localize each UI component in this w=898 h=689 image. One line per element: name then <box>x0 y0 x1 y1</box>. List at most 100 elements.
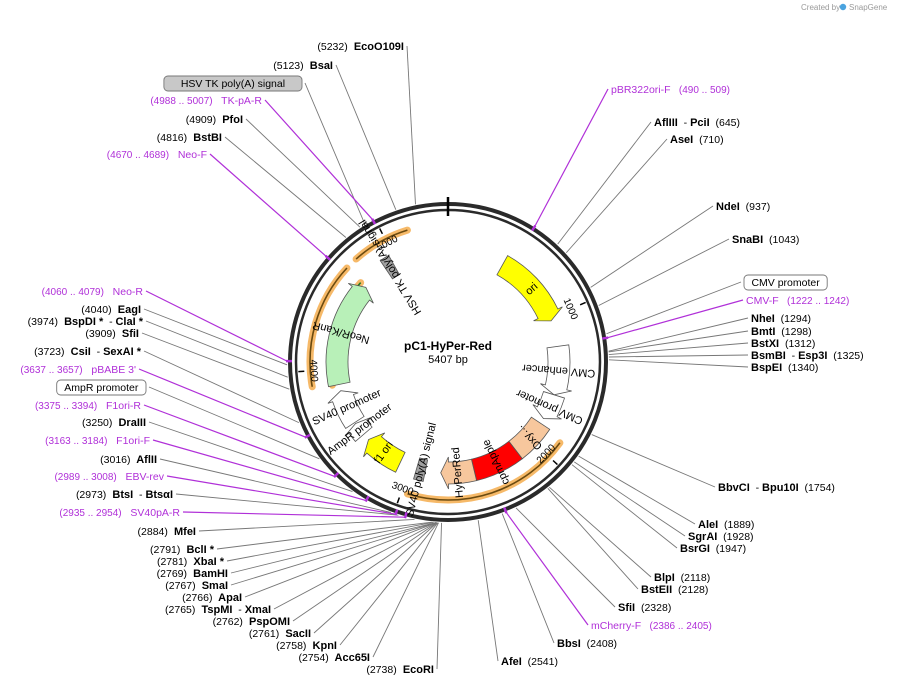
site-label-hsv-tk-poly-a-signal[interactable]: HSV TK poly(A) signal <box>163 75 303 92</box>
site-label-2758-kpni[interactable]: (2758) KpnI <box>276 640 337 652</box>
leader-line <box>224 136 347 238</box>
site-label-2973-btsi-bts-i[interactable]: (2973) BtsI - BtsαI <box>76 489 173 501</box>
leader-line <box>244 522 437 598</box>
leader-line <box>141 332 290 390</box>
site-label-3974-bspdi-clai[interactable]: (3974) BspDI * - ClaI * <box>28 316 144 328</box>
leader-line <box>198 519 415 532</box>
site-label-cmv-promoter[interactable]: CMV promoter <box>743 274 828 291</box>
label-text: BstXI (1312) <box>751 338 815 350</box>
site-label-5232-ecoo109i[interactable]: (5232) EcoO109I <box>317 41 404 53</box>
site-label-2769-bamhi[interactable]: (2769) BamHI <box>157 568 228 580</box>
leader-line <box>608 354 749 358</box>
label-text: SfiI (2328) <box>618 602 671 614</box>
feature-tag <box>56 379 147 396</box>
site-label-2935-2954-sv40pa-r[interactable]: (2935 .. 2954) SV40pA-R <box>59 507 180 519</box>
label-text: SgrAI (1928) <box>688 531 754 543</box>
site-label-bspei-1340[interactable]: BspEI (1340) <box>751 362 818 374</box>
label-text: (2765) TspMI - XmaI <box>165 604 271 616</box>
site-label-3163-3184-f1ori-f[interactable]: (3163 .. 3184) F1ori-F <box>45 435 150 447</box>
site-label-2738-ecori[interactable]: (2738) EcoRI <box>366 664 434 676</box>
site-label-4988-5007-tk-pa-r[interactable]: (4988 .. 5007) TK-pA-R <box>150 95 262 107</box>
site-label-snabi-1043[interactable]: SnaBI (1043) <box>732 234 799 246</box>
feature-tag-text: AmpR promoter <box>64 382 139 394</box>
label-text: (3637 .. 3657) pBABE 3' <box>20 364 136 376</box>
label-text: (2935 .. 2954) SV40pA-R <box>59 507 180 519</box>
site-label-sgrai-1928[interactable]: SgrAI (1928) <box>688 531 754 543</box>
leader-line <box>608 317 749 352</box>
site-label-4040-eagi[interactable]: (4040) EagI <box>81 304 141 316</box>
site-label-bbsi-2408[interactable]: BbsI (2408) <box>557 638 617 650</box>
site-label-afei-2541[interactable]: AfeI (2541) <box>501 656 558 668</box>
site-label-4816-bstbi[interactable]: (4816) BstBI <box>157 132 222 144</box>
site-label-asei-710[interactable]: AseI (710) <box>670 134 724 146</box>
leader-line <box>138 368 306 438</box>
site-label-mcherry-f-2386-2405[interactable]: mCherry-F (2386 .. 2405) <box>591 620 712 632</box>
label-text: (2973) BtsI - BtsαI <box>76 489 173 501</box>
site-label-3637-3657-pbabe-3[interactable]: (3637 .. 3657) pBABE 3' <box>20 364 136 376</box>
site-label-bsmbi-esp3i-1325[interactable]: BsmBI - Esp3I (1325) <box>751 350 864 362</box>
site-label-2989-3008-ebv-rev[interactable]: (2989 .. 3008) EBV-rev <box>54 471 164 483</box>
site-label-nhei-1294[interactable]: NheI (1294) <box>751 313 811 325</box>
leader-line <box>608 359 749 368</box>
site-label-2754-acc65i[interactable]: (2754) Acc65I <box>298 652 370 664</box>
site-label-2766-apai[interactable]: (2766) ApaI <box>182 592 242 604</box>
label-text: (2754) Acc65I <box>298 652 370 664</box>
leader-line <box>608 342 749 356</box>
site-label-afliii-pcii-645[interactable]: AflIII - PciI (645) <box>654 117 740 129</box>
label-text: (2767) SmaI <box>165 580 228 592</box>
site-label-bmti-1298[interactable]: BmtI (1298) <box>751 326 812 338</box>
site-label-ndei-937[interactable]: NdeI (937) <box>716 201 770 213</box>
primer-mark <box>304 433 311 439</box>
site-label-2884-mfei[interactable]: (2884) MfeI <box>138 526 196 538</box>
site-label-3909-sfii[interactable]: (3909) SfiI <box>85 328 139 340</box>
site-label-blpi-2118[interactable]: BlpI (2118) <box>654 572 710 584</box>
feature-tag-text: HSV TK poly(A) signal <box>181 78 285 90</box>
site-label-ampr-promoter[interactable]: AmpR promoter <box>56 379 147 396</box>
site-label-2761-sacii[interactable]: (2761) SacII <box>249 628 311 640</box>
label-text: AflIII - PciI (645) <box>654 117 740 129</box>
site-label-bbvci-bpu10i-1754[interactable]: BbvCI - Bpu10I (1754) <box>718 482 835 494</box>
leader-line <box>436 522 442 670</box>
leader-line <box>216 521 432 550</box>
site-label-cmv-f-1222-1242[interactable]: CMV-F (1222 .. 1242) <box>746 295 849 307</box>
label-text: (3909) SfiI <box>85 328 139 340</box>
site-label-2765-tspmi-xmai[interactable]: (2765) TspMI - XmaI <box>165 604 271 616</box>
site-label-5123-bsai[interactable]: (5123) BsaI <box>273 60 333 72</box>
site-label-3723-csii-sexai[interactable]: (3723) CsiI - SexAI * <box>34 346 142 358</box>
site-label-4909-pfoi[interactable]: (4909) PfoI <box>186 114 243 126</box>
leader-line <box>573 461 686 537</box>
site-label-sfii-2328[interactable]: SfiI (2328) <box>618 602 671 614</box>
site-label-alei-1889[interactable]: AleI (1889) <box>698 519 754 531</box>
site-label-2791-bcli[interactable]: (2791) BclI * <box>150 544 215 556</box>
site-label-3375-3394-f1ori-r[interactable]: (3375 .. 3394) F1ori-R <box>35 400 141 412</box>
site-label-4060-4079-neo-r[interactable]: (4060 .. 4079) Neo-R <box>42 286 144 298</box>
feature-label-sv40-poly-a-signal: SV40 poly(A) signal <box>404 421 439 518</box>
label-text: BspEI (1340) <box>751 362 818 374</box>
leader-line <box>406 45 416 205</box>
site-label-pbr322ori-f-490-509[interactable]: pBR322ori-F (490 .. 509) <box>611 84 730 96</box>
site-label-3250-draiii[interactable]: (3250) DraIII <box>82 417 146 429</box>
site-label-2781-xbai[interactable]: (2781) XbaI * <box>157 556 225 568</box>
site-label-2767-smai[interactable]: (2767) SmaI <box>165 580 228 592</box>
primer-mark <box>364 495 370 503</box>
leader-line <box>607 299 744 339</box>
leader-line <box>557 121 652 245</box>
site-label-bstxi-1312[interactable]: BstXI (1312) <box>751 338 815 350</box>
leader-line <box>313 522 438 634</box>
label-text: (2791) BclI * <box>150 544 215 556</box>
primer-mark <box>531 224 537 232</box>
site-label-2762-pspomi[interactable]: (2762) PspOMI <box>213 616 290 628</box>
feature-cmv-enhancer: CMV enhancer <box>521 344 596 396</box>
label-text: BbvCI - Bpu10I (1754) <box>718 482 835 494</box>
feature-label-cmv-enhancer: CMV enhancer <box>521 361 595 379</box>
label-text: (2738) EcoRI <box>366 664 434 676</box>
leader-line <box>175 493 399 516</box>
label-text: (4040) EagI <box>81 304 141 316</box>
site-label-bsteii-2128[interactable]: BstEII (2128) <box>641 584 708 596</box>
site-label-3016-aflii[interactable]: (3016) AflII <box>100 454 157 466</box>
site-label-bsrgi-1947[interactable]: BsrGI (1947) <box>680 543 746 555</box>
label-text: (4060 .. 4079) Neo-R <box>42 286 144 298</box>
site-label-4670-4689-neo-f[interactable]: (4670 .. 4689) Neo-F <box>107 149 207 161</box>
leader-line <box>339 522 439 646</box>
